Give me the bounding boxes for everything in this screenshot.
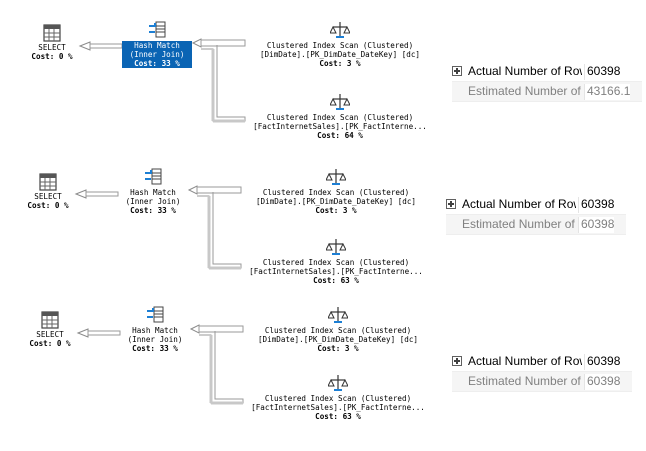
clustered-index-scan-icon — [330, 94, 350, 110]
property-estimated-rows[interactable]: Estimated Number of Rows 60398 — [446, 215, 626, 235]
arrow-scan1-to-hash — [191, 38, 246, 48]
scan-object: [FactInternetSales].[PK_FactInterne... — [251, 403, 425, 412]
arrow-hash-to-select — [76, 328, 121, 338]
clustered-index-scan-icon — [330, 22, 350, 38]
property-name: Actual Number of Rows — [468, 354, 582, 368]
property-value: 60398 — [584, 64, 620, 80]
hash-match-join-type: (Inner Join) — [125, 197, 181, 206]
select-table-icon — [39, 173, 57, 191]
select-cost: Cost: 0 % — [27, 201, 69, 210]
select-table-icon — [43, 24, 61, 42]
properties-panel-3: Actual Number of Rows 60398 Estimated Nu… — [452, 352, 632, 392]
scan-title: Clustered Index Scan (Clustered) — [264, 326, 412, 335]
hash-match-node[interactable]: Hash Match (Inner Join) Cost: 33 % — [118, 167, 188, 215]
properties-panel-1: Actual Number of Rows 60398 Estimated Nu… — [452, 62, 642, 102]
arrow-scan1-to-hash — [189, 324, 244, 334]
arrow-hash-to-select — [74, 189, 119, 199]
expand-plus-icon[interactable] — [452, 356, 462, 366]
property-actual-rows[interactable]: Actual Number of Rows 60398 — [446, 195, 626, 215]
hash-match-icon — [149, 21, 166, 38]
hash-match-cost: Cost: 33 % — [132, 344, 178, 353]
clustered-index-scan-icon — [326, 239, 346, 255]
select-label: SELECT — [38, 43, 66, 52]
plan-connectors — [76, 324, 244, 405]
property-value: 60398 — [578, 217, 615, 233]
hash-match-icon — [147, 306, 164, 323]
property-name: Actual Number of Rows — [462, 197, 576, 211]
select-label: SELECT — [34, 192, 62, 201]
plan-connectors — [74, 185, 242, 270]
clustered-index-scan-node-1[interactable]: Clustered Index Scan (Clustered) [DimDat… — [242, 167, 430, 215]
scan-cost: Cost: 3 % — [315, 206, 357, 215]
scan-cost: Cost: 63 % — [315, 412, 361, 421]
expand-plus-icon[interactable] — [452, 66, 462, 76]
property-name: Actual Number of Rows — [468, 64, 582, 78]
scan-object: [DimDate].[PK_DimDate_DateKey] [dc] — [259, 50, 420, 59]
scan-cost: Cost: 63 % — [313, 276, 359, 285]
scan-cost: Cost: 64 % — [317, 131, 363, 140]
hash-match-title: Hash Match — [132, 326, 178, 335]
select-node[interactable]: SELECT Cost: 0 % — [20, 173, 76, 210]
clustered-index-scan-icon — [328, 307, 348, 323]
clustered-index-scan-node-1[interactable]: Clustered Index Scan (Clustered) [DimDat… — [244, 305, 432, 353]
select-cost: Cost: 0 % — [29, 339, 71, 348]
clustered-index-scan-icon — [326, 169, 346, 185]
scan-title: Clustered Index Scan (Clustered) — [266, 113, 414, 122]
scan-cost: Cost: 3 % — [319, 59, 361, 68]
scan-object: [DimDate].[PK_DimDate_DateKey] [dc] — [257, 335, 418, 344]
property-name: Estimated Number of Rows — [468, 374, 582, 390]
scan-object: [FactInternetSales].[PK_FactInterne... — [249, 267, 423, 276]
property-value: 60398 — [578, 197, 614, 213]
property-actual-rows[interactable]: Actual Number of Rows 60398 — [452, 62, 642, 82]
scan-title: Clustered Index Scan (Clustered) — [262, 258, 410, 267]
hash-match-cost: Cost: 33 % — [134, 59, 180, 68]
property-value: 43166.1 — [584, 84, 631, 100]
hash-match-node[interactable]: Hash Match (Inner Join) Cost: 33 % — [122, 20, 192, 68]
scan-title: Clustered Index Scan (Clustered) — [262, 188, 410, 197]
arrow-scan2-to-hash — [199, 331, 244, 405]
property-actual-rows[interactable]: Actual Number of Rows 60398 — [452, 352, 632, 372]
hash-match-cost: Cost: 33 % — [130, 206, 176, 215]
property-value: 60398 — [584, 354, 620, 370]
clustered-index-scan-node-2[interactable]: Clustered Index Scan (Clustered) [FactIn… — [242, 237, 430, 285]
property-estimated-rows[interactable]: Estimated Number of Rows 60398 — [452, 372, 632, 392]
execution-plan-2: SELECT Cost: 0 % Hash Match (Inner Join)… — [0, 147, 646, 297]
clustered-index-scan-node-2[interactable]: Clustered Index Scan (Clustered) [FactIn… — [246, 92, 434, 140]
execution-plan-3: SELECT Cost: 0 % Hash Match (Inner Join)… — [0, 285, 646, 435]
property-name: Estimated Number of Rows — [462, 217, 576, 233]
property-name: Estimated Number of Rows — [468, 84, 582, 100]
scan-object: [DimDate].[PK_DimDate_DateKey] [dc] — [255, 197, 416, 206]
select-node[interactable]: SELECT Cost: 0 % — [22, 311, 78, 348]
hash-match-title: Hash Match — [134, 41, 180, 50]
hash-match-join-type: (Inner Join) — [127, 335, 183, 344]
hash-match-title: Hash Match — [130, 188, 176, 197]
arrow-scan1-to-hash — [187, 185, 242, 195]
arrow-scan2-to-hash — [201, 45, 246, 123]
execution-plan-1: SELECT Cost: 0 % Hash Match (Inner Join)… — [0, 0, 646, 150]
clustered-index-scan-node-2[interactable]: Clustered Index Scan (Clustered) [FactIn… — [244, 373, 432, 421]
plan-connectors — [78, 38, 246, 123]
select-label: SELECT — [36, 330, 64, 339]
scan-title: Clustered Index Scan (Clustered) — [266, 41, 414, 50]
hash-match-node[interactable]: Hash Match (Inner Join) Cost: 33 % — [120, 305, 190, 353]
property-value: 60398 — [584, 374, 621, 390]
select-node[interactable]: SELECT Cost: 0 % — [24, 24, 80, 61]
clustered-index-scan-node-1[interactable]: Clustered Index Scan (Clustered) [DimDat… — [246, 20, 434, 68]
scan-object: [FactInternetSales].[PK_FactInterne... — [253, 122, 427, 131]
clustered-index-scan-icon — [328, 375, 348, 391]
arrow-hash-to-select — [78, 41, 123, 51]
select-cost: Cost: 0 % — [31, 52, 73, 61]
scan-title: Clustered Index Scan (Clustered) — [264, 394, 412, 403]
expand-plus-icon[interactable] — [446, 199, 456, 209]
hash-match-join-type: (Inner Join) — [129, 50, 185, 59]
properties-panel-2: Actual Number of Rows 60398 Estimated Nu… — [446, 195, 626, 235]
scan-cost: Cost: 3 % — [317, 344, 359, 353]
arrow-scan2-to-hash — [197, 192, 242, 270]
hash-match-icon — [145, 168, 162, 185]
select-table-icon — [41, 311, 59, 329]
property-estimated-rows[interactable]: Estimated Number of Rows 43166.1 — [452, 82, 642, 102]
